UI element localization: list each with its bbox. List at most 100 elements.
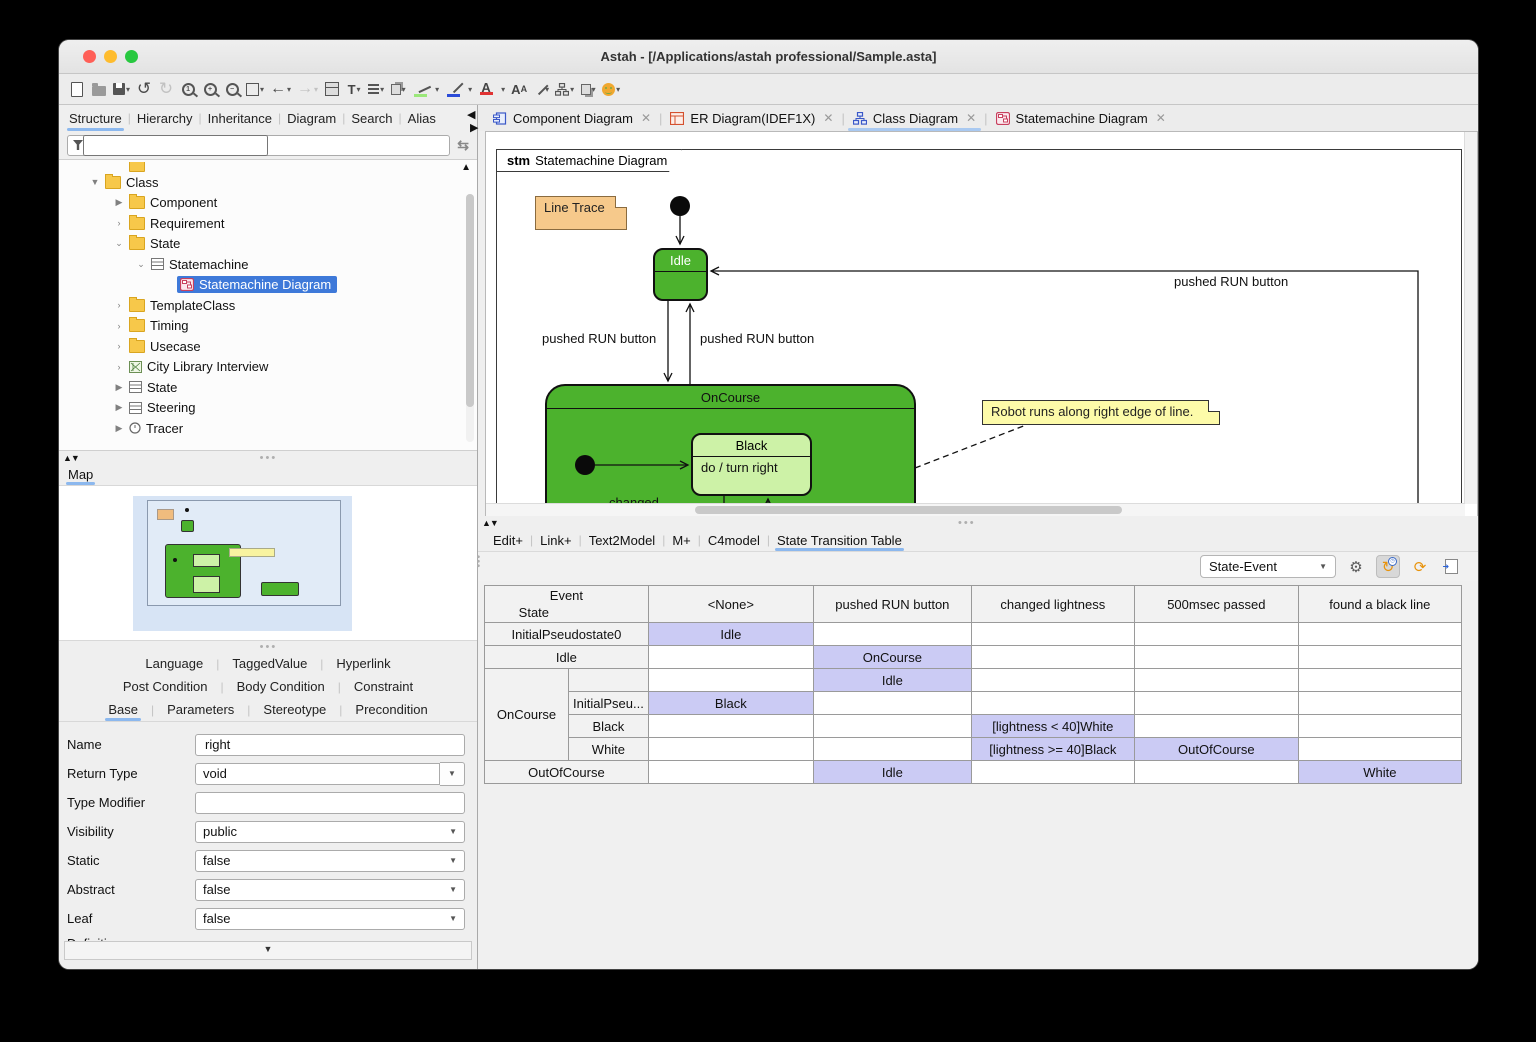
line-color-caret[interactable]: ▾ — [468, 84, 473, 94]
tab-search[interactable]: Search — [351, 110, 393, 126]
initial-state-dot[interactable] — [670, 196, 690, 216]
tab-diagram[interactable]: Diagram — [287, 110, 337, 126]
grid-icon[interactable] — [324, 79, 340, 99]
tab-parameters[interactable]: Parameters — [167, 702, 235, 717]
zoom-in-icon[interactable]: + — [202, 79, 218, 99]
expander-icon[interactable]: › — [117, 361, 121, 372]
tab-state-transition-table[interactable]: State Transition Table — [770, 531, 909, 551]
tab-er-diagram[interactable]: ER Diagram(IDEF1X)✕ — [665, 108, 838, 129]
leaf-select[interactable]: false▼ — [195, 907, 465, 930]
font-color-caret[interactable]: ▾ — [501, 84, 506, 94]
copy-style-icon[interactable]: ▾ — [390, 79, 406, 99]
bottom-panel-splitter[interactable]: ▲▼ ••• — [478, 516, 1478, 529]
tab-edit-plus[interactable]: Edit+ — [493, 532, 523, 548]
note-robot[interactable]: Robot runs along right edge of line. — [982, 400, 1220, 425]
tab-base[interactable]: Base — [95, 702, 151, 721]
tab-stereotype[interactable]: Stereotype — [263, 702, 327, 717]
text-tool-icon[interactable]: T▾ — [347, 81, 361, 97]
tab-component-diagram[interactable]: Component Diagram✕ — [488, 108, 656, 129]
tree-row-class[interactable]: ▼Class — [90, 173, 159, 190]
filter-input[interactable] — [67, 134, 451, 156]
tab-precondition[interactable]: Precondition — [355, 702, 428, 717]
view-mode-select[interactable]: State-Event ▼ — [1200, 555, 1336, 578]
close-tab-icon[interactable]: ✕ — [823, 111, 834, 125]
back-icon[interactable]: ←▾ — [270, 80, 292, 97]
expander-icon[interactable]: ▶ — [115, 197, 123, 208]
expander-icon[interactable]: ⌄ — [137, 258, 145, 269]
row-header[interactable]: OutOfCourse — [484, 760, 649, 784]
transition-cell[interactable]: Black — [647, 691, 814, 715]
tab-body-condition[interactable]: Body Condition — [236, 679, 325, 694]
tree-row-state-folder[interactable]: ⌄State — [59, 234, 477, 255]
transition-cell[interactable]: White — [1297, 760, 1462, 784]
property-splitter[interactable]: ••• — [59, 641, 477, 653]
tree-row-usecase[interactable]: ›Usecase — [59, 336, 477, 357]
tab-post-condition[interactable]: Post Condition — [122, 679, 208, 694]
tree-row-component[interactable]: ▶Component — [59, 193, 477, 214]
emoji-icon[interactable]: ▾ — [602, 79, 620, 99]
tree-row-steering[interactable]: ▶Steering — [59, 398, 477, 419]
minimize-window-button[interactable] — [104, 50, 117, 63]
transition-label[interactable]: pushed RUN button — [542, 331, 657, 346]
state-idle[interactable]: Idle — [653, 248, 708, 301]
row-header[interactable]: InitialPseudostate0 — [484, 622, 649, 646]
canvas-horizontal-scrollbar[interactable] — [486, 503, 1465, 516]
tab-c4model[interactable]: C4model — [707, 532, 760, 548]
layout-icon[interactable]: ▾ — [580, 79, 596, 99]
tab-m-plus[interactable]: M+ — [672, 532, 691, 548]
transition-label[interactable]: pushed RUN button — [700, 331, 815, 346]
transition-cell[interactable]: OutOfCourse — [1133, 737, 1299, 761]
expander-icon[interactable]: ▶ — [115, 381, 123, 392]
transition-cell[interactable]: [lightness >= 40]Black — [970, 737, 1135, 761]
close-tab-icon[interactable]: ✕ — [640, 111, 652, 125]
transition-cell[interactable]: Idle — [812, 760, 972, 784]
auto-update-icon[interactable]: ↻◷ — [1376, 555, 1400, 578]
sub-row-header[interactable]: InitialPseu... — [568, 691, 649, 715]
abstract-select[interactable]: false▼ — [195, 878, 465, 901]
tab-inheritance[interactable]: Inheritance — [207, 110, 272, 126]
tab-hierarchy[interactable]: Hierarchy — [136, 110, 193, 126]
font-color-icon[interactable]: A — [479, 80, 493, 95]
tree-row-statemachine-diagram[interactable]: Statemachine Diagram — [59, 275, 477, 296]
expander-icon[interactable]: › — [117, 300, 121, 311]
scrollbar-thumb[interactable] — [695, 506, 1122, 514]
sub-row-header[interactable] — [568, 668, 649, 692]
note-line-trace[interactable]: Line Trace — [535, 196, 627, 230]
tree-row-templateclass[interactable]: ›TemplateClass — [59, 295, 477, 316]
filter-text[interactable] — [83, 134, 268, 156]
tab-map[interactable]: Map — [66, 467, 96, 485]
settings-gear-icon[interactable]: ⚙ — [1349, 558, 1363, 576]
expander-icon[interactable]: › — [117, 320, 121, 331]
return-type-dropdown-button[interactable]: ▼ — [440, 761, 465, 786]
tree-row-timing[interactable]: ›Timing — [59, 316, 477, 337]
fit-window-icon[interactable]: ▾ — [246, 79, 264, 99]
hierarchy-icon[interactable]: ▾ — [555, 79, 574, 99]
tab-hyperlink[interactable]: Hyperlink — [336, 656, 391, 671]
initial-state-dot[interactable] — [575, 455, 595, 475]
transition-cell[interactable]: OnCourse — [812, 645, 972, 669]
map-thumbnail[interactable] — [133, 496, 352, 631]
tree-row-city-library[interactable]: ›City Library Interview — [59, 357, 477, 378]
static-select[interactable]: false▼ — [195, 849, 465, 872]
zoom-out-icon[interactable]: − — [224, 79, 240, 99]
tree-row-state-class[interactable]: ▶State — [59, 377, 477, 398]
sub-row-header[interactable]: Black — [568, 714, 649, 738]
transition-cell[interactable]: Idle — [647, 622, 814, 646]
line-color-icon[interactable] — [445, 79, 461, 99]
save-icon[interactable]: ▾ — [113, 79, 130, 99]
transition-label[interactable]: pushed RUN button — [1174, 274, 1289, 289]
close-window-button[interactable] — [83, 50, 96, 63]
visibility-select[interactable]: public▼ — [195, 820, 465, 843]
tab-taggedvalue[interactable]: TaggedValue — [232, 656, 308, 671]
row-header[interactable]: Idle — [484, 645, 649, 669]
tab-alias[interactable]: Alias — [407, 110, 436, 126]
sub-row-header[interactable]: White — [568, 737, 649, 761]
name-field[interactable] — [195, 733, 465, 756]
tab-language[interactable]: Language — [145, 656, 204, 671]
tree-row-statemachine[interactable]: ⌄Statemachine — [59, 254, 477, 275]
tab-link-plus[interactable]: Link+ — [540, 532, 572, 548]
transition-cell[interactable]: Idle — [812, 668, 972, 692]
collapse-left-panel-icon[interactable]: ◀ — [467, 109, 476, 121]
new-file-icon[interactable] — [69, 79, 85, 99]
undo-icon[interactable]: ↺ — [136, 79, 152, 98]
